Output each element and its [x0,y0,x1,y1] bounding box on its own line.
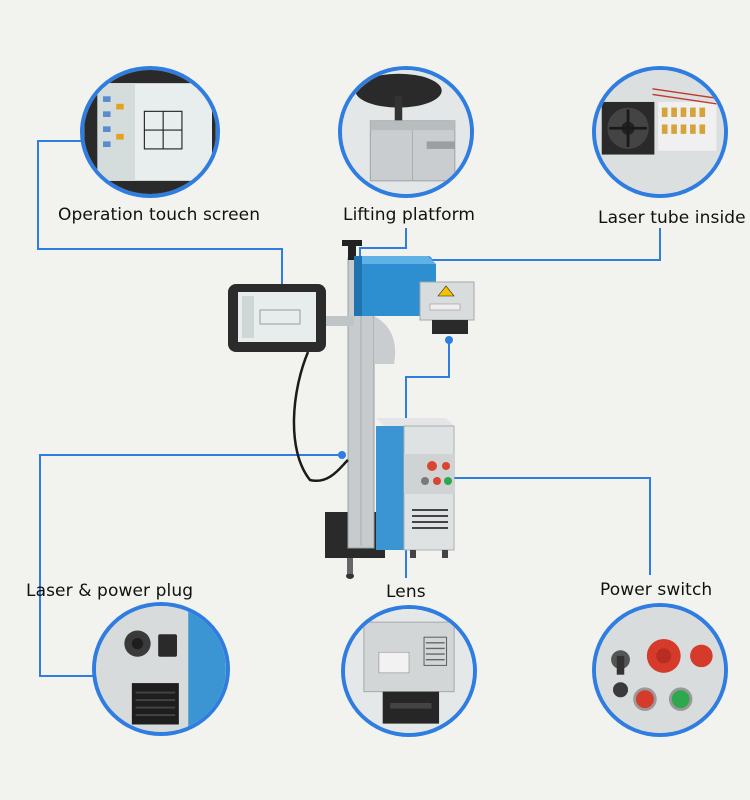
line-lifting-platform [359,228,407,262]
label-lens: Lens [386,582,426,602]
label-power-plug: Laser & power plug [26,581,194,601]
line-touch-screen [37,140,283,296]
control-cabinet [376,418,455,558]
line-power-switch [440,477,651,575]
label-touch-screen: Operation touch screen [58,205,261,225]
circle-power-switch [592,603,728,737]
dot-lens [445,336,453,344]
laser-head [354,256,475,334]
circle-laser-tube [592,66,728,198]
circle-power-plug [92,602,230,736]
circle-lens [341,605,477,737]
circle-lifting-platform [338,66,474,198]
touch-screen-device [228,284,326,352]
label-lifting-platform: Lifting platform [343,205,476,225]
line-power-plug [39,454,342,677]
line-laser-tube [428,228,661,261]
circle-touch-screen [80,66,220,198]
laser-marking-machine [228,240,475,579]
label-laser-tube: Laser tube inside [598,208,746,228]
dot-power-plug [338,451,346,459]
label-power-switch: Power switch [600,580,713,600]
